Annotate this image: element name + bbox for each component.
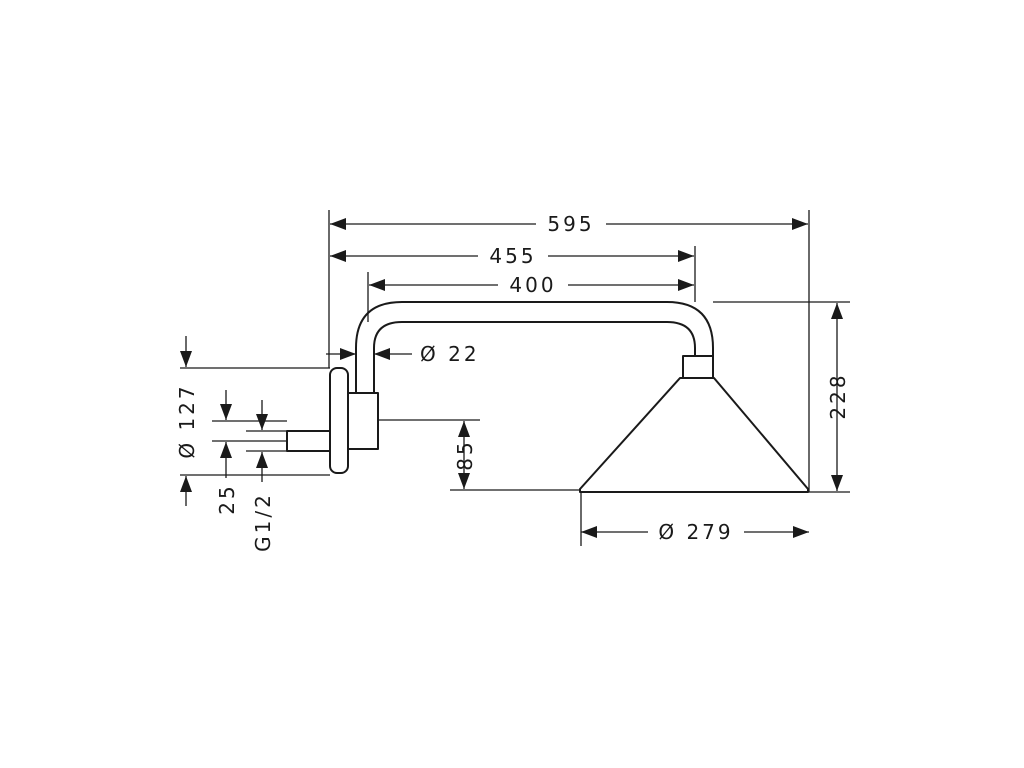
dim-arm-length: 400 bbox=[509, 273, 556, 297]
dim-head-diameter: Ø 279 bbox=[658, 520, 733, 544]
shower-head bbox=[579, 377, 809, 493]
dim-arm-projection: 455 bbox=[489, 244, 536, 268]
dim-total-height: 228 bbox=[826, 372, 850, 419]
dim-thread: G1/2 bbox=[251, 492, 275, 552]
shower-arm-outer bbox=[355, 301, 714, 393]
dim-overall-length: 595 bbox=[547, 212, 594, 236]
shower-arm-inner bbox=[373, 321, 696, 393]
dim-rosette-diameter: Ø 127 bbox=[175, 383, 199, 458]
extension-lines bbox=[180, 210, 850, 546]
dim-head-offset: 85 bbox=[453, 439, 477, 470]
wall-rosette bbox=[329, 367, 349, 474]
dim-inlet-offset: 25 bbox=[215, 483, 239, 514]
shower-assembly bbox=[286, 301, 809, 493]
head-connector bbox=[682, 355, 714, 379]
dimension-labels: 595 455 400 Ø 22 228 85 Ø 279 Ø 127 25 G… bbox=[175, 212, 850, 552]
inlet-pipe bbox=[286, 430, 331, 452]
dim-pipe-diameter: Ø 22 bbox=[420, 342, 480, 366]
mounting-block bbox=[347, 392, 379, 450]
